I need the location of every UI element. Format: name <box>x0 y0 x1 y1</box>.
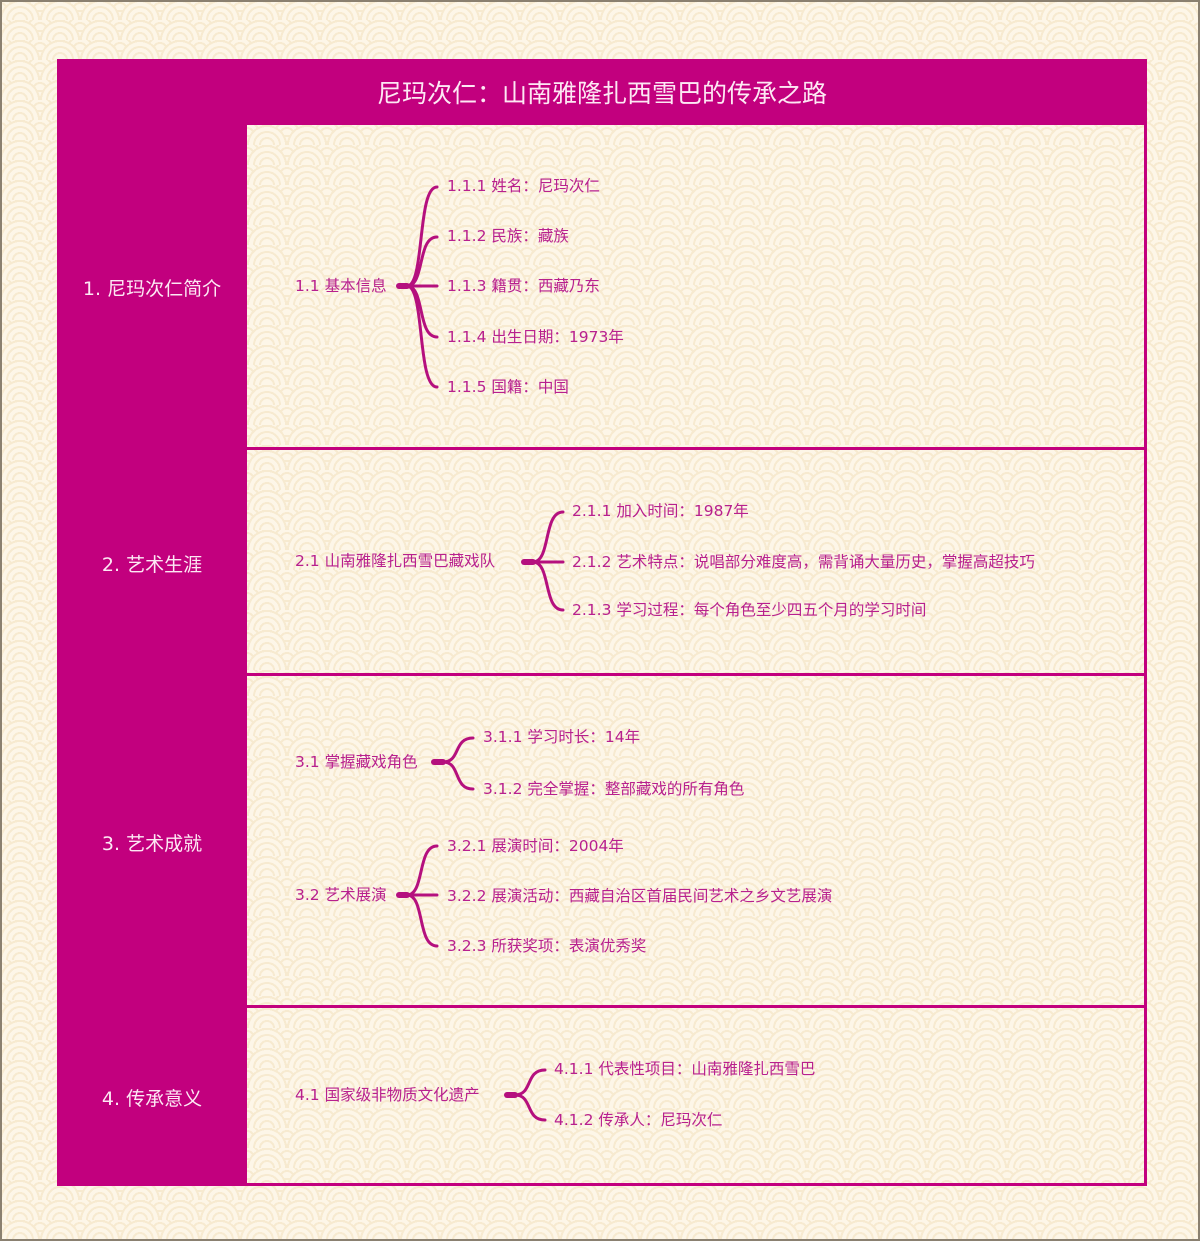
section-panel-3: 3.1 掌握藏戏角色 3.1.1 学习时长：14年 3.1.2 完全掌握：整部藏… <box>247 676 1147 1008</box>
leaf-node[interactable]: 1.1.1 姓名：尼玛次仁 <box>447 177 600 195</box>
topic-node[interactable]: 3.1 掌握藏戏角色 <box>295 753 418 771</box>
leaf-node[interactable]: 1.1.5 国籍：中国 <box>447 378 569 396</box>
leaf-node[interactable]: 1.1.3 籍贯：西藏乃东 <box>447 277 600 295</box>
leaf-node[interactable]: 4.1.2 传承人：尼玛次仁 <box>554 1111 723 1129</box>
leaf-node[interactable]: 3.1.1 学习时长：14年 <box>483 728 641 746</box>
section-label-4: 4. 传承意义 <box>101 1087 203 1110</box>
mindmap-frame: 尼玛次仁：山南雅隆扎西雪巴的传承之路 1. 尼玛次仁简介 1.1 基本信息 1.… <box>57 59 1147 1186</box>
topic-node[interactable]: 2.1 山南雅隆扎西雪巴藏戏队 <box>295 552 496 570</box>
topic-node[interactable]: 4.1 国家级非物质文化遗产 <box>295 1086 480 1104</box>
section-1: 1. 尼玛次仁简介 1.1 基本信息 1.1.1 姓名：尼玛次仁 1.1.2 民… <box>57 125 1147 450</box>
connector-lines <box>396 736 475 948</box>
topic-node[interactable]: 3.2 艺术展演 <box>295 886 387 904</box>
section-label-1: 1. 尼玛次仁简介 <box>82 278 222 300</box>
leaf-node[interactable]: 1.1.4 出生日期：1973年 <box>447 328 624 346</box>
leaf-node[interactable]: 3.2.1 展演时间：2004年 <box>447 837 624 855</box>
leaf-node[interactable]: 3.2.2 展演活动：西藏自治区首届民间艺术之乡文艺展演 <box>447 887 833 905</box>
section-label-3: 3. 艺术成就 <box>101 832 203 855</box>
leaf-node[interactable]: 2.1.2 艺术特点：说唱部分难度高，需背诵大量历史，掌握高超技巧 <box>572 553 1035 571</box>
leaf-node[interactable]: 2.1.1 加入时间：1987年 <box>572 502 749 520</box>
section-label-2: 2. 艺术生涯 <box>101 553 203 576</box>
section-panel-1: 1.1 基本信息 1.1.1 姓名：尼玛次仁 1.1.2 民族：藏族 1.1.3… <box>247 125 1147 450</box>
section-panel-4: 4.1 国家级非物质文化遗产 4.1.1 代表性项目：山南雅隆扎西雪巴 4.1.… <box>247 1008 1147 1186</box>
section-panel-2: 2.1 山南雅隆扎西雪巴藏戏队 2.1.1 加入时间：1987年 2.1.2 艺… <box>247 450 1147 676</box>
section-2: 2. 艺术生涯 2.1 山南雅隆扎西雪巴藏戏队 2.1.1 加入时间：1987年… <box>57 450 1147 676</box>
topic-node[interactable]: 1.1 基本信息 <box>295 277 387 295</box>
section-4: 4. 传承意义 4.1 国家级非物质文化遗产 4.1.1 代表性项目：山南雅隆扎… <box>57 1008 1147 1186</box>
leaf-node[interactable]: 3.2.3 所获奖项：表演优秀奖 <box>447 937 647 955</box>
leaf-node[interactable]: 2.1.3 学习过程：每个角色至少四五个月的学习时间 <box>572 601 927 619</box>
leaf-node[interactable]: 3.1.2 完全掌握：整部藏戏的所有角色 <box>483 780 745 798</box>
leaf-node[interactable]: 1.1.2 民族：藏族 <box>447 227 569 245</box>
leaf-node[interactable]: 4.1.1 代表性项目：山南雅隆扎西雪巴 <box>554 1060 816 1078</box>
section-3: 3. 艺术成就 3.1 掌握藏戏角色 3.1.1 学习时长：14年 3.1.2 … <box>57 676 1147 1008</box>
diagram-title: 尼玛次仁：山南雅隆扎西雪巴的传承之路 <box>376 79 827 108</box>
